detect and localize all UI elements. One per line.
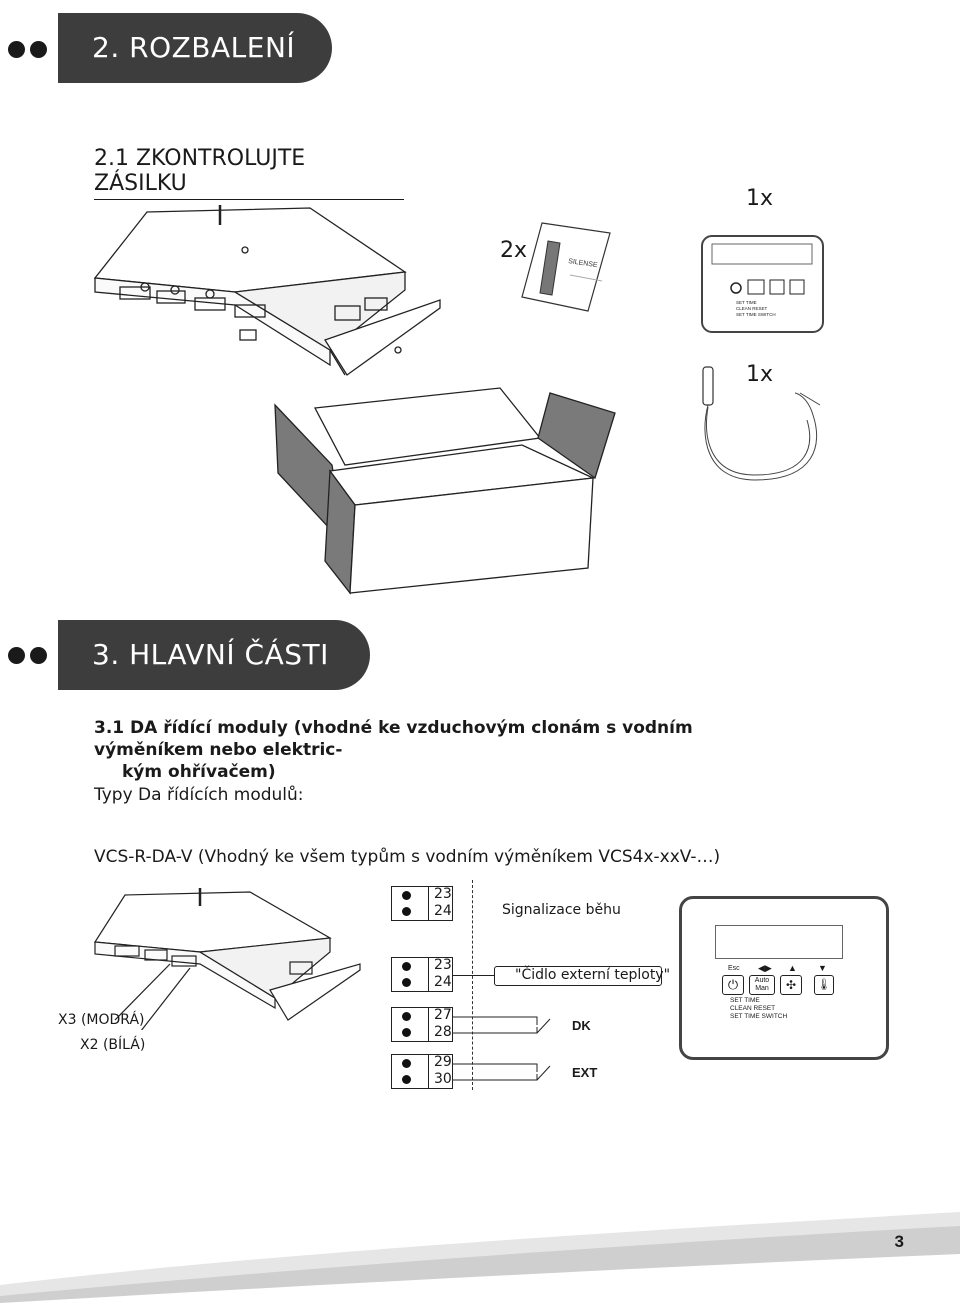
man-label: Man (755, 985, 769, 992)
section-2-header: 2. ROZBALENÍ (58, 13, 332, 83)
terminal-number: 30 (434, 1071, 452, 1087)
auto-man-button[interactable]: Auto Man (749, 975, 775, 995)
heading-line-2: kým ohřívačem) (122, 762, 276, 782)
dk-switch-symbol (452, 1016, 551, 1034)
subsection-2-1-title: 2.1 ZKONTROLUJTE ZÁSILKU (94, 146, 404, 200)
power-button[interactable]: ⏻ (722, 975, 744, 995)
manual-quantity: 2x (500, 238, 528, 263)
control-panel: Esc ◀▶ ▲ ▼ ⏻ Auto Man ✣ 🌡 SET TIME CLEAN… (679, 896, 889, 1060)
clean-reset-label: CLEAN RESET (730, 1005, 776, 1012)
ext-switch-symbol (452, 1063, 551, 1081)
terminal-block-dk: 27 28 (391, 1007, 453, 1042)
bullet-dot (30, 41, 47, 58)
model-description: VCS-R-DA-V (Vhodný ke všem typům s vodní… (94, 847, 721, 867)
ext-temp-label: "Čidlo externí teploty" (515, 967, 671, 983)
arrow-down-icon: ▼ (818, 963, 827, 973)
arrow-up-icon: ▲ (788, 963, 797, 973)
section-3-title: 3. HLAVNÍ ČÁSTI (92, 638, 329, 671)
terminal-number: 28 (434, 1024, 452, 1040)
sensor-quantity: 1x (746, 362, 774, 387)
set-time-label: SET TIME (730, 997, 760, 1004)
dk-label: DK (572, 1018, 591, 1033)
heading-line-1: 3.1 DA řídící moduly (vhodné ke vzduchov… (94, 718, 693, 760)
cardboard-box-illustration (274, 387, 616, 595)
esc-label: Esc (728, 965, 740, 972)
x3-label: X3 (MODRÁ) (58, 1012, 145, 1028)
section-3-header: 3. HLAVNÍ ČÁSTI (58, 620, 370, 690)
terminal-block-ext: 29 30 (391, 1054, 453, 1089)
footer-wave-decoration (0, 1212, 960, 1303)
control-module-illustration (93, 205, 441, 376)
svg-text:CLEAN RESET: CLEAN RESET (736, 306, 768, 311)
auto-label: Auto (754, 977, 770, 984)
dashed-divider (472, 880, 473, 1090)
bullet-dot (8, 647, 25, 664)
x2-label: X2 (BÍLÁ) (80, 1037, 146, 1053)
terminal-number: 23 (434, 886, 452, 902)
terminal-number: 24 (434, 974, 452, 990)
set-time-switch-label: SET TIME SWITCH (730, 1013, 788, 1020)
manual-brand: SILENSE (568, 258, 599, 269)
temperature-sensor-illustration (702, 366, 821, 481)
run-signal-label: Signalizace běhu (502, 902, 621, 918)
ext-label: EXT (572, 1065, 598, 1080)
thermometer-button[interactable]: 🌡 (814, 975, 834, 995)
control-module-wiring-illustration (93, 888, 361, 1030)
bullet-dot (8, 41, 25, 58)
subsection-3-1-heading: 3.1 DA řídící moduly (vhodné ke vzduchov… (94, 717, 784, 783)
wire-line (452, 975, 494, 976)
section-2-title: 2. ROZBALENÍ (92, 31, 296, 64)
manual-booklet-icon: SILENSE (521, 222, 611, 312)
terminal-number: 29 (434, 1054, 452, 1070)
terminal-number: 23 (434, 957, 452, 973)
ext-temp-box (494, 966, 662, 986)
control-panel-illustration: SET TIME CLEAN RESET SET TIME SWITCH (701, 235, 824, 333)
terminal-block-ext-temp: 23 24 (391, 957, 453, 992)
module-types-label: Typy Da řídících modulů: (94, 785, 304, 805)
fan-button[interactable]: ✣ (780, 975, 802, 995)
arrows-left-right-icon: ◀▶ (758, 963, 772, 973)
terminal-number: 24 (434, 903, 452, 919)
terminal-number: 27 (434, 1007, 452, 1023)
terminal-block-run: 23 24 (391, 886, 453, 921)
panel-quantity: 1x (746, 186, 774, 211)
svg-text:SET TIME SWITCH: SET TIME SWITCH (736, 312, 776, 317)
svg-text:SET TIME: SET TIME (736, 300, 757, 305)
bullet-dot (30, 647, 47, 664)
page-number: 3 (894, 1232, 904, 1251)
panel-display (715, 925, 843, 959)
